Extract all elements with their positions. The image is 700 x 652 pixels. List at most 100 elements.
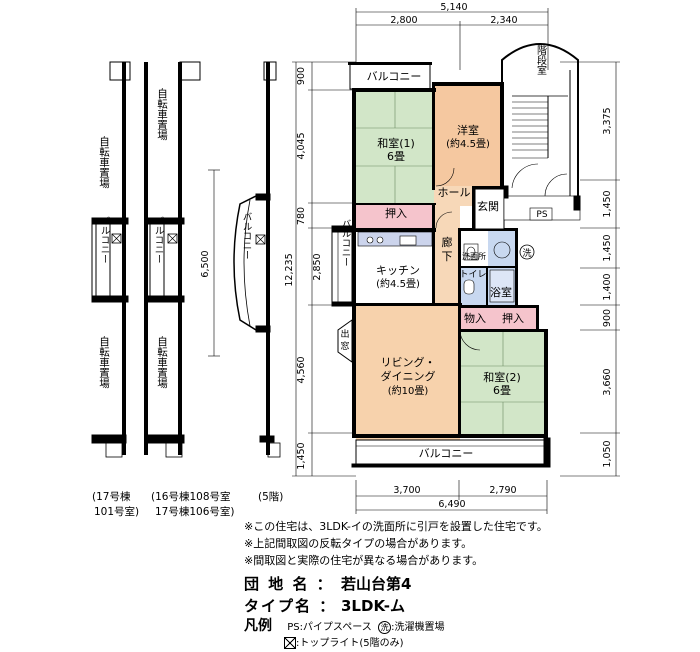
washer-symbol-plan: 洗 <box>519 244 535 260</box>
legend-toplight: :トップライト(5階のみ) <box>296 638 404 649</box>
label-rouka-1: 廊 <box>442 235 453 249</box>
dimension-labels: 5,140 2,800 2,340 3,700 2,790 6,490 900 … <box>200 2 613 510</box>
label-washitsu-1: 和室(1) <box>377 136 415 150</box>
dim-bottom-total: 6,490 <box>438 499 465 510</box>
bike-parking-4: 自転車置場 <box>156 335 168 389</box>
side-balcony <box>331 225 353 307</box>
dim-right-3375: 3,375 <box>602 107 613 134</box>
label-washer: 洗 <box>522 247 531 259</box>
dimension-lines <box>208 8 620 514</box>
keyplan-captions: (17号棟 101号室) (16号棟108号室 17号棟106号室) (5階) <box>92 490 283 518</box>
label-balcony-top: バルコニー <box>367 70 422 83</box>
keyplan-labels: 自転車置場 自転車置場 自転車置場 自転車置場 バルコニー バルコニー バルコニ… <box>98 87 252 389</box>
bottom-balcony <box>351 437 551 468</box>
room-labels: バルコニー 和室(1) 6畳 洋室 (約4.5畳) ホール 玄関 PS 押入 キ… <box>340 45 548 460</box>
mono-closet <box>460 306 490 330</box>
bike-parking-2: 自転車置場 <box>156 87 168 141</box>
label-stairs: 階段室 <box>535 45 547 75</box>
walls <box>352 82 548 440</box>
label-rouka-2: 下 <box>442 250 453 263</box>
legend-title: 凡例 <box>244 618 272 634</box>
label-ps: PS <box>536 210 547 220</box>
label-washitsu-2: 和室(2) <box>483 370 521 384</box>
youshitsu-room <box>434 84 502 186</box>
dim-bottom-right: 2,790 <box>489 485 516 496</box>
caption-16-108: (16号棟108号室 <box>151 490 231 503</box>
label-demado-1: 出 <box>340 328 349 340</box>
dim-left-2850: 2,850 <box>312 253 323 280</box>
hall-area <box>434 186 474 206</box>
label-oshiire-1: 押入 <box>385 206 407 220</box>
toplight-icon <box>284 637 296 649</box>
dim-right-3660: 3,660 <box>602 368 613 395</box>
caption-17-101b: 101号室) <box>94 505 139 518</box>
label-balcony-bottom: バルコニー <box>419 447 474 460</box>
dim-top-left: 2,800 <box>390 15 417 26</box>
label-living-3: (約10畳) <box>388 384 429 397</box>
keyplan-column-2 <box>144 61 201 458</box>
dim-right-900: 900 <box>602 309 613 327</box>
keyplan-balcony-1: バルコニー <box>99 216 111 264</box>
danchi-row: 団 地 名 ： 若山台第4 <box>244 573 411 595</box>
top-balcony <box>348 62 432 90</box>
dim-left-12235: 12,235 <box>284 253 295 286</box>
label-hall: ホール <box>438 186 471 199</box>
dim-right-1400: 1,400 <box>602 273 613 300</box>
type-value: 3LDK-ム <box>341 597 405 615</box>
label-living-1: リビング・ <box>381 355 436 369</box>
label-senmenjo: 洗面所 <box>462 251 486 261</box>
dim-bottom-left: 3,700 <box>393 485 420 496</box>
label-oshiire-2: 押入 <box>502 311 524 325</box>
fixtures <box>366 235 515 303</box>
dim-right-1450a: 1,450 <box>602 190 613 217</box>
label-bath: 浴室 <box>490 285 512 299</box>
key-plan: 自転車置場 自転車置場 自転車置場 自転車置場 バルコニー バルコニー バルコニ… <box>91 61 283 518</box>
label-demado-2: 窓 <box>340 340 349 352</box>
living-dining-room <box>356 306 460 440</box>
dim-right-1050: 1,050 <box>602 440 613 467</box>
keyplan-balcony-3: バルコニー <box>241 212 253 260</box>
dim-top-total: 5,140 <box>440 2 467 13</box>
label-genkan: 玄関 <box>477 199 499 213</box>
type-row: タイプ名 ： 3LDK-ム <box>244 595 411 617</box>
label-living-2: ダイニング <box>381 369 436 383</box>
danchi-value: 若山台第4 <box>341 575 412 593</box>
corridor <box>434 206 460 306</box>
note-1: ※この住宅は、3LDK-イの洗面所に引戸を設置した住宅です。 <box>244 520 548 533</box>
unit-plan <box>331 43 581 468</box>
legend-row-1: 凡例 PS:パイプスペース 洗:洗濯機置場 <box>244 618 444 636</box>
notes: ※この住宅は、3LDK-イの洗面所に引戸を設置した住宅です。 ※上記間取図の反転… <box>244 518 548 569</box>
type-label: タイプ名 ： <box>244 597 337 615</box>
label-washitsu-2-size: 6畳 <box>493 384 511 397</box>
legend: 凡例 PS:パイプスペース 洗:洗濯機置場 :トップライト(5階のみ) <box>244 618 444 652</box>
label-youshitsu-size: (約4.5畳) <box>446 137 490 150</box>
dim-left-4560: 4,560 <box>296 356 307 383</box>
note-3: ※間取図と実際の住宅が異なる場合があります。 <box>244 554 484 567</box>
label-washitsu-1-size: 6畳 <box>387 150 405 163</box>
oshiire-1 <box>356 203 434 228</box>
caption-5f: (5階) <box>258 491 283 503</box>
legend-row-2: :トップライト(5階のみ) <box>244 636 444 652</box>
dim-left-900: 900 <box>296 67 307 85</box>
danchi-label: 団 地 名 ： <box>244 575 334 593</box>
keyplan-balcony-2: バルコニー <box>153 216 165 264</box>
bike-parking-1: 自転車置場 <box>98 135 110 189</box>
info-block: 団 地 名 ： 若山台第4 タイプ名 ： 3LDK-ム <box>244 573 411 617</box>
entrance-area <box>474 188 581 230</box>
dim-top-right: 2,340 <box>490 15 517 26</box>
label-mono: 物入 <box>464 311 486 325</box>
label-kitchen: キッチン <box>376 264 420 277</box>
dim-left-780: 780 <box>296 207 307 225</box>
dim-right-1450b: 1,450 <box>602 234 613 261</box>
legend-ps: PS:パイプスペース <box>287 622 372 633</box>
tatami-lines <box>356 90 546 436</box>
label-toilet: トイレ <box>459 270 486 280</box>
keyplan-column-1 <box>91 61 131 458</box>
label-kitchen-size: (約4.5畳) <box>376 277 420 290</box>
bay-window <box>337 319 353 363</box>
label-balcony-side: バルコニー <box>340 219 352 267</box>
oshiire-2 <box>490 306 536 330</box>
caption-17-101a: (17号棟 <box>92 490 131 503</box>
label-youshitsu: 洋室 <box>457 123 479 137</box>
